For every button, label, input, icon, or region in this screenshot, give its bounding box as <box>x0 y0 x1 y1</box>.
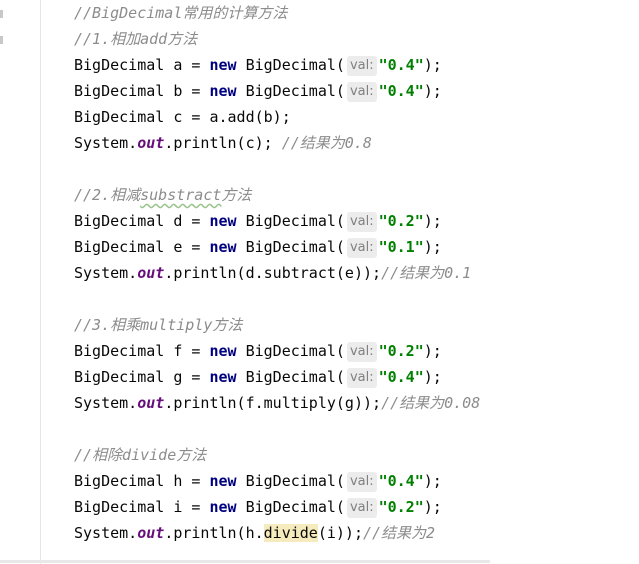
code-line-print-mul: System.out.println(f.multiply(g));//结果为0… <box>74 394 481 412</box>
horizontal-scroll-track[interactable] <box>0 560 490 563</box>
code-line-decl-b: BigDecimal b = new BigDecimal(val:"0.4")… <box>74 82 442 102</box>
code-line-comment-title: //BigDecimal常用的计算方法 <box>74 4 288 22</box>
gutter-marker <box>0 36 3 44</box>
param-hint: val: <box>346 498 377 518</box>
code-line-print-sub: System.out.println(d.subtract(e));//结果为0… <box>74 264 472 282</box>
code-line-decl-c: BigDecimal c = a.add(b); <box>74 108 291 126</box>
editor-gutter <box>0 0 41 564</box>
code-line-decl-e: BigDecimal e = new BigDecimal(val:"0.1")… <box>74 238 442 258</box>
code-line-comment-sub: //2.相减substract方法 <box>74 186 252 204</box>
code-line-decl-f: BigDecimal f = new BigDecimal(val:"0.2")… <box>74 342 442 362</box>
param-hint: val: <box>346 82 377 102</box>
code-line-decl-g: BigDecimal g = new BigDecimal(val:"0.4")… <box>74 368 442 388</box>
code-line-decl-a: BigDecimal a = new BigDecimal(val:"0.4")… <box>74 56 442 76</box>
param-hint: val: <box>346 368 377 388</box>
code-line-comment-add: //1.相加add方法 <box>74 30 198 48</box>
code-line-decl-d: BigDecimal d = new BigDecimal(val:"0.2")… <box>74 212 442 232</box>
code-line-print-c: System.out.println(c); //结果为0.8 <box>74 134 372 152</box>
code-line-decl-h: BigDecimal h = new BigDecimal(val:"0.4")… <box>74 472 442 492</box>
typo-underline: substract <box>140 186 222 204</box>
param-hint: val: <box>346 56 377 76</box>
code-line-comment-mul: //3.相乘multiply方法 <box>74 316 243 334</box>
param-hint: val: <box>346 342 377 362</box>
code-line-decl-i: BigDecimal i = new BigDecimal(val:"0.2")… <box>74 498 442 518</box>
highlighted-method[interactable]: divide <box>263 524 318 542</box>
code-line-comment-div: //相除divide方法 <box>74 446 207 464</box>
code-editor[interactable]: //BigDecimal常用的计算方法 //1.相加add方法 BigDecim… <box>74 0 639 564</box>
code-line-print-div: System.out.println(h.divide(i));//结果为2 <box>74 524 436 542</box>
param-hint: val: <box>346 238 377 258</box>
param-hint: val: <box>346 212 377 232</box>
gutter-marker <box>0 10 3 18</box>
param-hint: val: <box>346 472 377 492</box>
